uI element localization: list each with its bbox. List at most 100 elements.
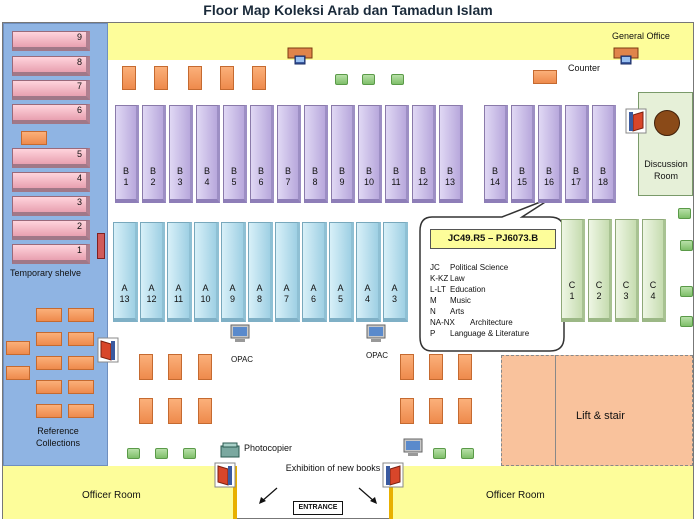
table <box>36 332 62 346</box>
desk-computer-icon <box>613 44 639 68</box>
shelf-number: 10 <box>200 294 211 304</box>
shelf-letter: B <box>599 166 606 176</box>
top-corridor <box>108 23 693 60</box>
table <box>139 354 153 380</box>
table <box>533 70 557 84</box>
subject-name: Law <box>450 274 465 283</box>
photocopier-icon <box>220 441 240 459</box>
table <box>252 66 266 90</box>
shelf-number: 2 <box>150 177 156 187</box>
temporary-shelve <box>97 233 105 259</box>
shelf-number: 7 <box>285 177 291 187</box>
shelf-number: 7 <box>76 81 82 91</box>
shelf-number: 12 <box>417 177 428 187</box>
lift-stair-area <box>501 355 693 466</box>
door-icon <box>97 337 119 363</box>
table <box>36 356 62 370</box>
subject-code: P <box>430 329 436 338</box>
chair <box>461 448 474 459</box>
reference-shelf: 4 <box>12 172 90 192</box>
shelf-letter: C <box>568 280 576 290</box>
shelf-number: 17 <box>570 177 581 187</box>
table <box>400 398 414 424</box>
shelf-letter: B <box>203 166 210 176</box>
shelf-number: 5 <box>337 294 343 304</box>
reference-collections-label: Reference Collections <box>35 426 81 448</box>
shelf-number: 11 <box>173 294 184 304</box>
officer-room-label: Officer Room <box>82 490 141 501</box>
table <box>6 366 30 380</box>
shelf-letter: A <box>229 283 236 293</box>
shelf-letter: A <box>310 283 317 293</box>
shelf-letter: A <box>121 283 128 293</box>
table <box>68 404 94 418</box>
subject-code: N <box>430 307 436 316</box>
shelf-number: 8 <box>76 57 82 67</box>
table <box>168 354 182 380</box>
shelf-number: 3 <box>391 294 397 304</box>
table <box>139 398 153 424</box>
shelf-number: 3 <box>177 177 183 187</box>
shelf-letter: A <box>202 283 209 293</box>
shelf-letter: B <box>149 166 156 176</box>
call-number-range: JC49.R5 – PJ6073.B <box>430 229 556 249</box>
table <box>154 66 168 90</box>
subject-name: Architecture <box>470 318 513 327</box>
shelf-number: 9 <box>229 294 235 304</box>
reference-shelf: 8 <box>12 56 90 76</box>
counter-label: Counter <box>568 63 601 73</box>
shelf-number: 1 <box>123 177 129 187</box>
subject-name: Arts <box>450 307 465 316</box>
opac-label: OPAC <box>231 355 254 364</box>
shelf-number: 12 <box>146 294 157 304</box>
shelf-number: 8 <box>256 294 262 304</box>
opac-label: OPAC <box>366 351 389 360</box>
shelf-number: 4 <box>204 177 210 187</box>
shelf-number: 2 <box>596 291 602 301</box>
shelf-letter: B <box>572 166 579 176</box>
general-office-label: General Office <box>612 31 670 41</box>
computer-icon <box>402 438 424 458</box>
reference-shelf: 1 <box>12 244 90 264</box>
door-icon <box>382 462 404 488</box>
photocopier-label: Photocopier <box>244 443 293 453</box>
shelf-letter: B <box>176 166 183 176</box>
door-icon <box>625 108 647 134</box>
chair <box>433 448 446 459</box>
shelf-number: 6 <box>76 105 82 115</box>
table <box>198 354 212 380</box>
shelf-letter: A <box>364 283 371 293</box>
shelf-number: 18 <box>597 177 608 187</box>
chair <box>680 240 693 251</box>
opac-computer-icon[interactable] <box>365 324 387 344</box>
shelf-letter: B <box>338 166 345 176</box>
table <box>68 332 94 346</box>
reference-shelf: 9 <box>12 31 90 51</box>
chair <box>362 74 375 85</box>
chair <box>678 208 691 219</box>
opac-computer-icon[interactable] <box>229 324 251 344</box>
chair <box>127 448 140 459</box>
shelf-letter: B <box>392 166 399 176</box>
chair <box>680 286 693 297</box>
table <box>6 341 30 355</box>
